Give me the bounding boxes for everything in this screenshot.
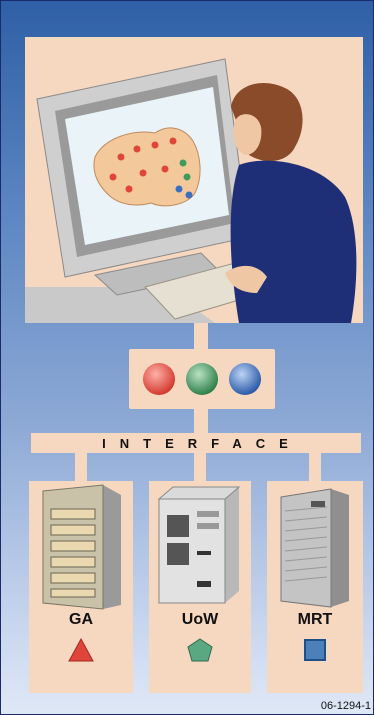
red-light-icon [143, 363, 175, 395]
blue-light-icon [229, 363, 261, 395]
server-uow-icon [149, 481, 251, 611]
connector-drop [75, 453, 87, 483]
connector-drop [194, 453, 206, 483]
server-mrt-icon [267, 481, 363, 611]
figure-code: 06-1294-1 [321, 700, 371, 712]
server-ga-panel: GA [29, 481, 133, 693]
server-uow-label: UoW [149, 611, 251, 629]
green-light-icon [186, 363, 218, 395]
server-mrt-panel: MRT [267, 481, 363, 693]
green-pentagon-icon [186, 637, 214, 663]
server-uow-panel: UoW [149, 481, 251, 693]
interface-label: INTERFACE [90, 436, 302, 451]
connector-drop [309, 453, 321, 483]
blue-square-icon [302, 637, 328, 663]
server-mrt-label: MRT [267, 611, 363, 629]
connector-line [194, 409, 208, 433]
status-lights [129, 349, 275, 409]
red-triangle-icon [67, 637, 95, 663]
connector-line [194, 323, 208, 349]
server-ga-label: GA [29, 611, 133, 629]
workstation-illustration-panel [25, 37, 363, 323]
status-lights-panel [129, 349, 275, 409]
workstation-illustration [25, 37, 363, 323]
server-ga-icon [29, 481, 133, 611]
person-jacket [231, 161, 357, 323]
interface-bar: INTERFACE [31, 433, 361, 453]
